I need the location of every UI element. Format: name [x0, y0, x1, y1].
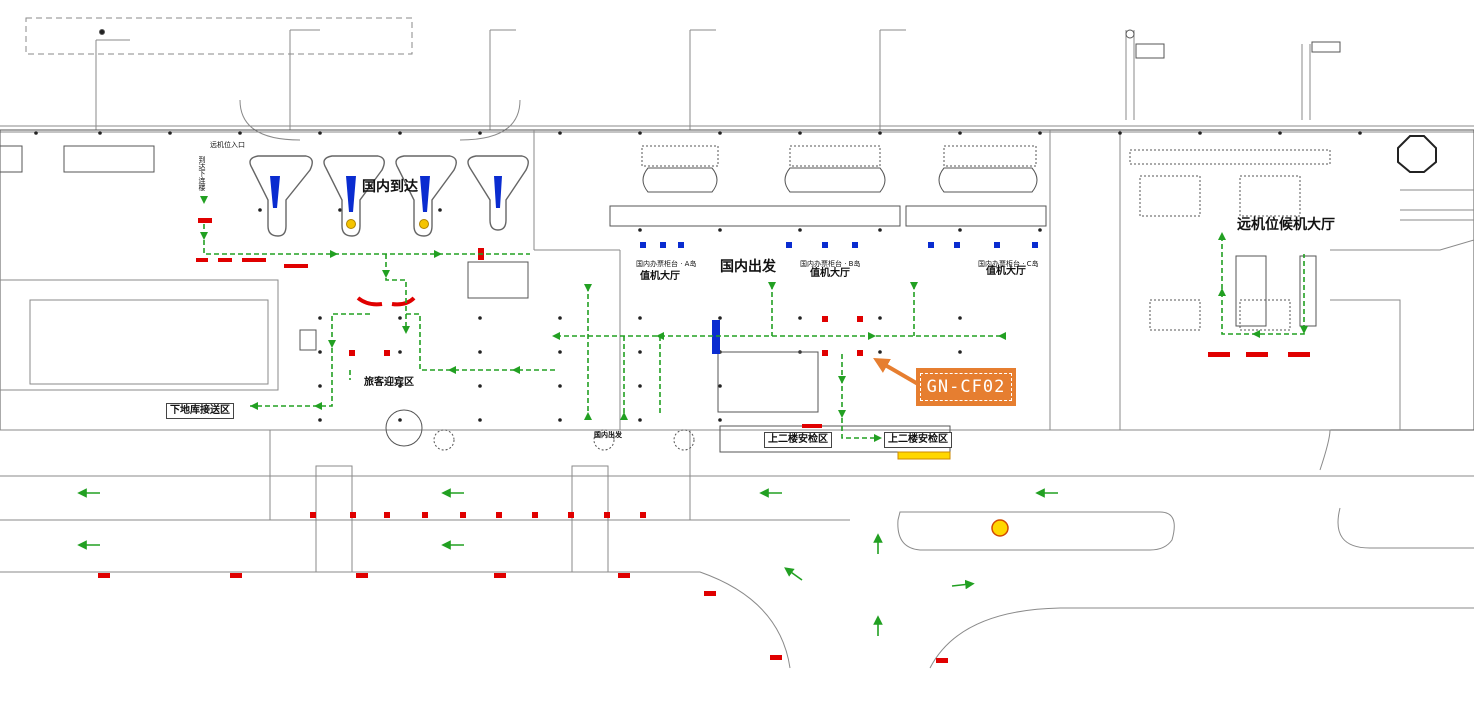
label-counter-b-line2: 值机大厅 — [810, 268, 850, 279]
label-greeting-area: 旅客迎宾区 — [364, 377, 414, 388]
location-marker[interactable]: GN-CF02 — [916, 368, 1016, 406]
red-barrier-right — [391, 296, 416, 307]
label-arrival-down-stairs: 到达下连楼 — [198, 156, 206, 191]
marker-pointer — [873, 357, 920, 386]
checkin-islands — [0, 29, 1437, 453]
location-marker-code: GN-CF02 — [919, 373, 1013, 401]
label-counter-a-line2: 值机大厅 — [640, 271, 680, 282]
label-security-upstairs-1: 上二楼安检区 — [764, 432, 832, 448]
label-domestic-arrival: 国内到达 — [362, 179, 418, 195]
red-barrier-left — [356, 296, 383, 307]
label-remote-stand-entrance: 远机位入口 — [210, 141, 245, 149]
baggage-carousels — [249, 155, 529, 237]
road-arrows — [77, 488, 1058, 636]
carousel-indicators — [270, 176, 502, 229]
label-counter-a-line1: 国内办票柜台 · A岛 — [636, 260, 697, 268]
yellow-marker-circle — [991, 519, 1009, 537]
label-remote-waiting-hall: 远机位候机大厅 — [1237, 217, 1335, 233]
blue-markers — [640, 242, 1038, 354]
yellow-security-bar — [897, 451, 951, 460]
label-security-upstairs-2: 上二楼安检区 — [884, 432, 952, 448]
label-domestic-departure-small: 国内出发 — [594, 431, 622, 439]
column-grid — [34, 131, 1362, 422]
label-counter-c-line1: 国内办票柜台 · C岛 — [978, 260, 1039, 268]
label-underground-pickup: 下地库接送区 — [166, 403, 234, 419]
red-gate-markers — [98, 218, 1310, 663]
label-counter-b-line1: 国内办票柜台 · B岛 — [800, 260, 861, 268]
route-arrows — [200, 196, 1308, 442]
label-counter-c-line2: 值机大厅 — [986, 266, 1026, 277]
route-paths — [203, 224, 1305, 439]
building-outline — [0, 17, 1474, 669]
label-domestic-departure: 国内出发 — [720, 259, 776, 275]
